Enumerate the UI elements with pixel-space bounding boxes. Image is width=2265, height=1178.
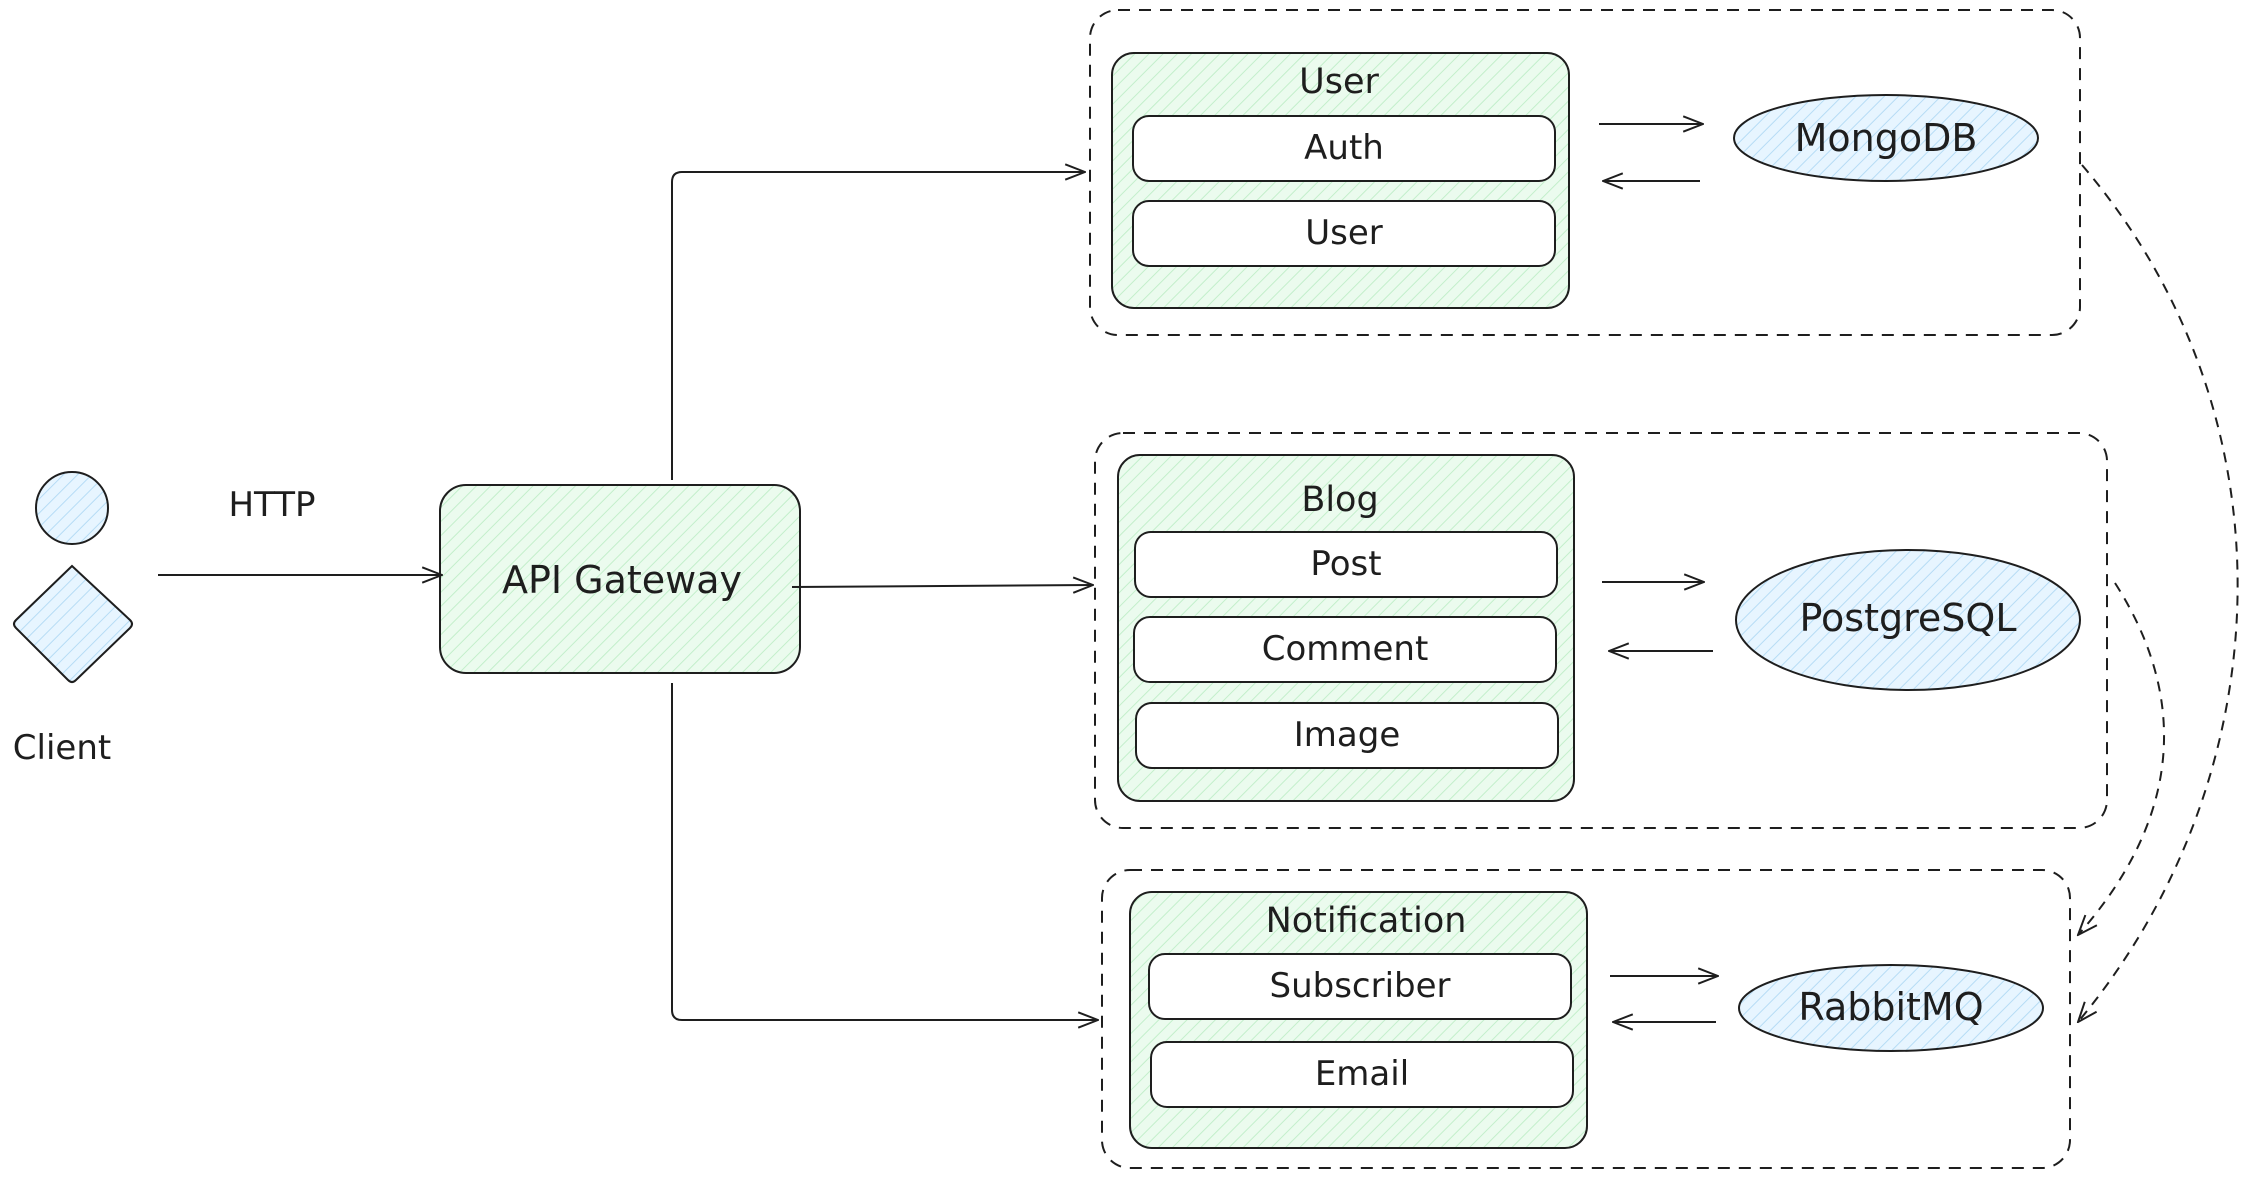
client-label: Client <box>12 728 112 768</box>
service-title-blog: Blog <box>1301 480 1379 520</box>
store-label-rabbitmq: RabbitMQ <box>1798 985 1984 1029</box>
module-box-image[interactable] <box>1135 702 1559 769</box>
notification-service-group <box>1101 869 2071 1169</box>
dashed-arrow-blog-to-rabbitmq <box>2078 582 2166 935</box>
module-label-image: Image <box>1293 715 1401 755</box>
service-title-notification: Notification <box>1265 901 1467 941</box>
module-label-subscriber: Subscriber <box>1269 966 1451 1006</box>
module-label-email: Email <box>1314 1054 1410 1094</box>
store-label-postgresql: PostgreSQL <box>1799 596 2017 640</box>
store-label-mongodb: MongoDB <box>1794 116 1978 160</box>
module-box-post[interactable] <box>1134 531 1558 598</box>
service-title-user: User <box>1299 62 1379 102</box>
module-box-auth[interactable] <box>1132 115 1556 182</box>
arrow-gateway-to-blog <box>791 585 1093 587</box>
module-label-post: Post <box>1310 544 1382 584</box>
api-gateway-label: API Gateway <box>501 558 743 602</box>
arrow-gateway-to-notification <box>671 683 1098 1020</box>
edge-label-http: HTTP <box>228 485 316 525</box>
module-label-comment: Comment <box>1261 629 1429 669</box>
module-box-user[interactable] <box>1132 200 1556 267</box>
module-box-email[interactable] <box>1150 1041 1574 1108</box>
client-body-shape <box>13 564 133 683</box>
postgresql-store[interactable] <box>1735 549 2081 691</box>
module-box-comment[interactable] <box>1133 616 1557 683</box>
client-head-shape <box>35 471 109 545</box>
module-label-user: User <box>1305 213 1383 253</box>
user-service-group <box>1089 9 2081 336</box>
mongodb-store[interactable] <box>1733 94 2039 182</box>
rabbitmq-store[interactable] <box>1738 964 2044 1052</box>
module-label-auth: Auth <box>1304 128 1384 168</box>
arrow-gateway-to-user <box>671 172 1085 480</box>
dashed-arrow-user-to-rabbitmq <box>2078 164 2239 1022</box>
blog-service-group <box>1094 432 2108 829</box>
module-box-subscriber[interactable] <box>1148 953 1572 1020</box>
